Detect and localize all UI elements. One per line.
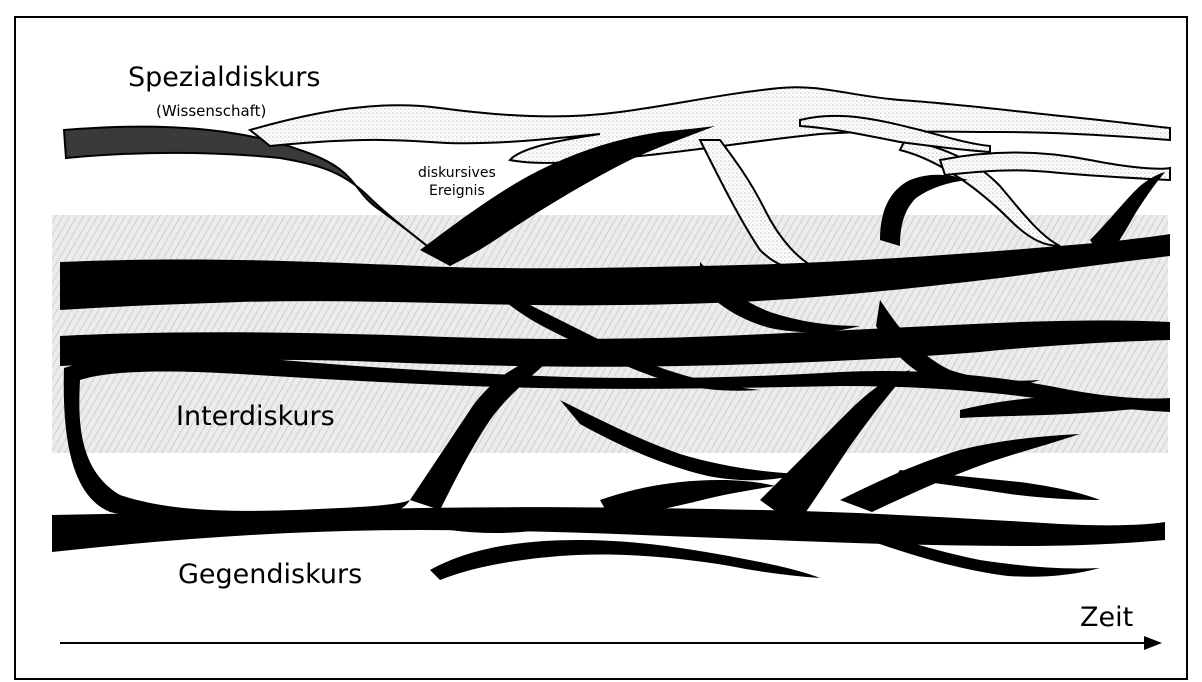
gegendiskurs-label: Gegendiskurs — [178, 561, 362, 588]
time-axis-arrowhead — [1144, 636, 1162, 650]
spezialdiskurs-label: Spezialdiskurs — [128, 64, 320, 91]
wissenschaft-label: (Wissenschaft) — [156, 104, 266, 119]
zeit-label: Zeit — [1080, 604, 1133, 631]
diskursives-ereignis-label: diskursives Ereignis — [418, 164, 496, 200]
interdiskurs-label: Interdiskurs — [176, 403, 335, 430]
diskursives-text: diskursives — [418, 164, 496, 182]
ereignis-text: Ereignis — [418, 182, 496, 200]
